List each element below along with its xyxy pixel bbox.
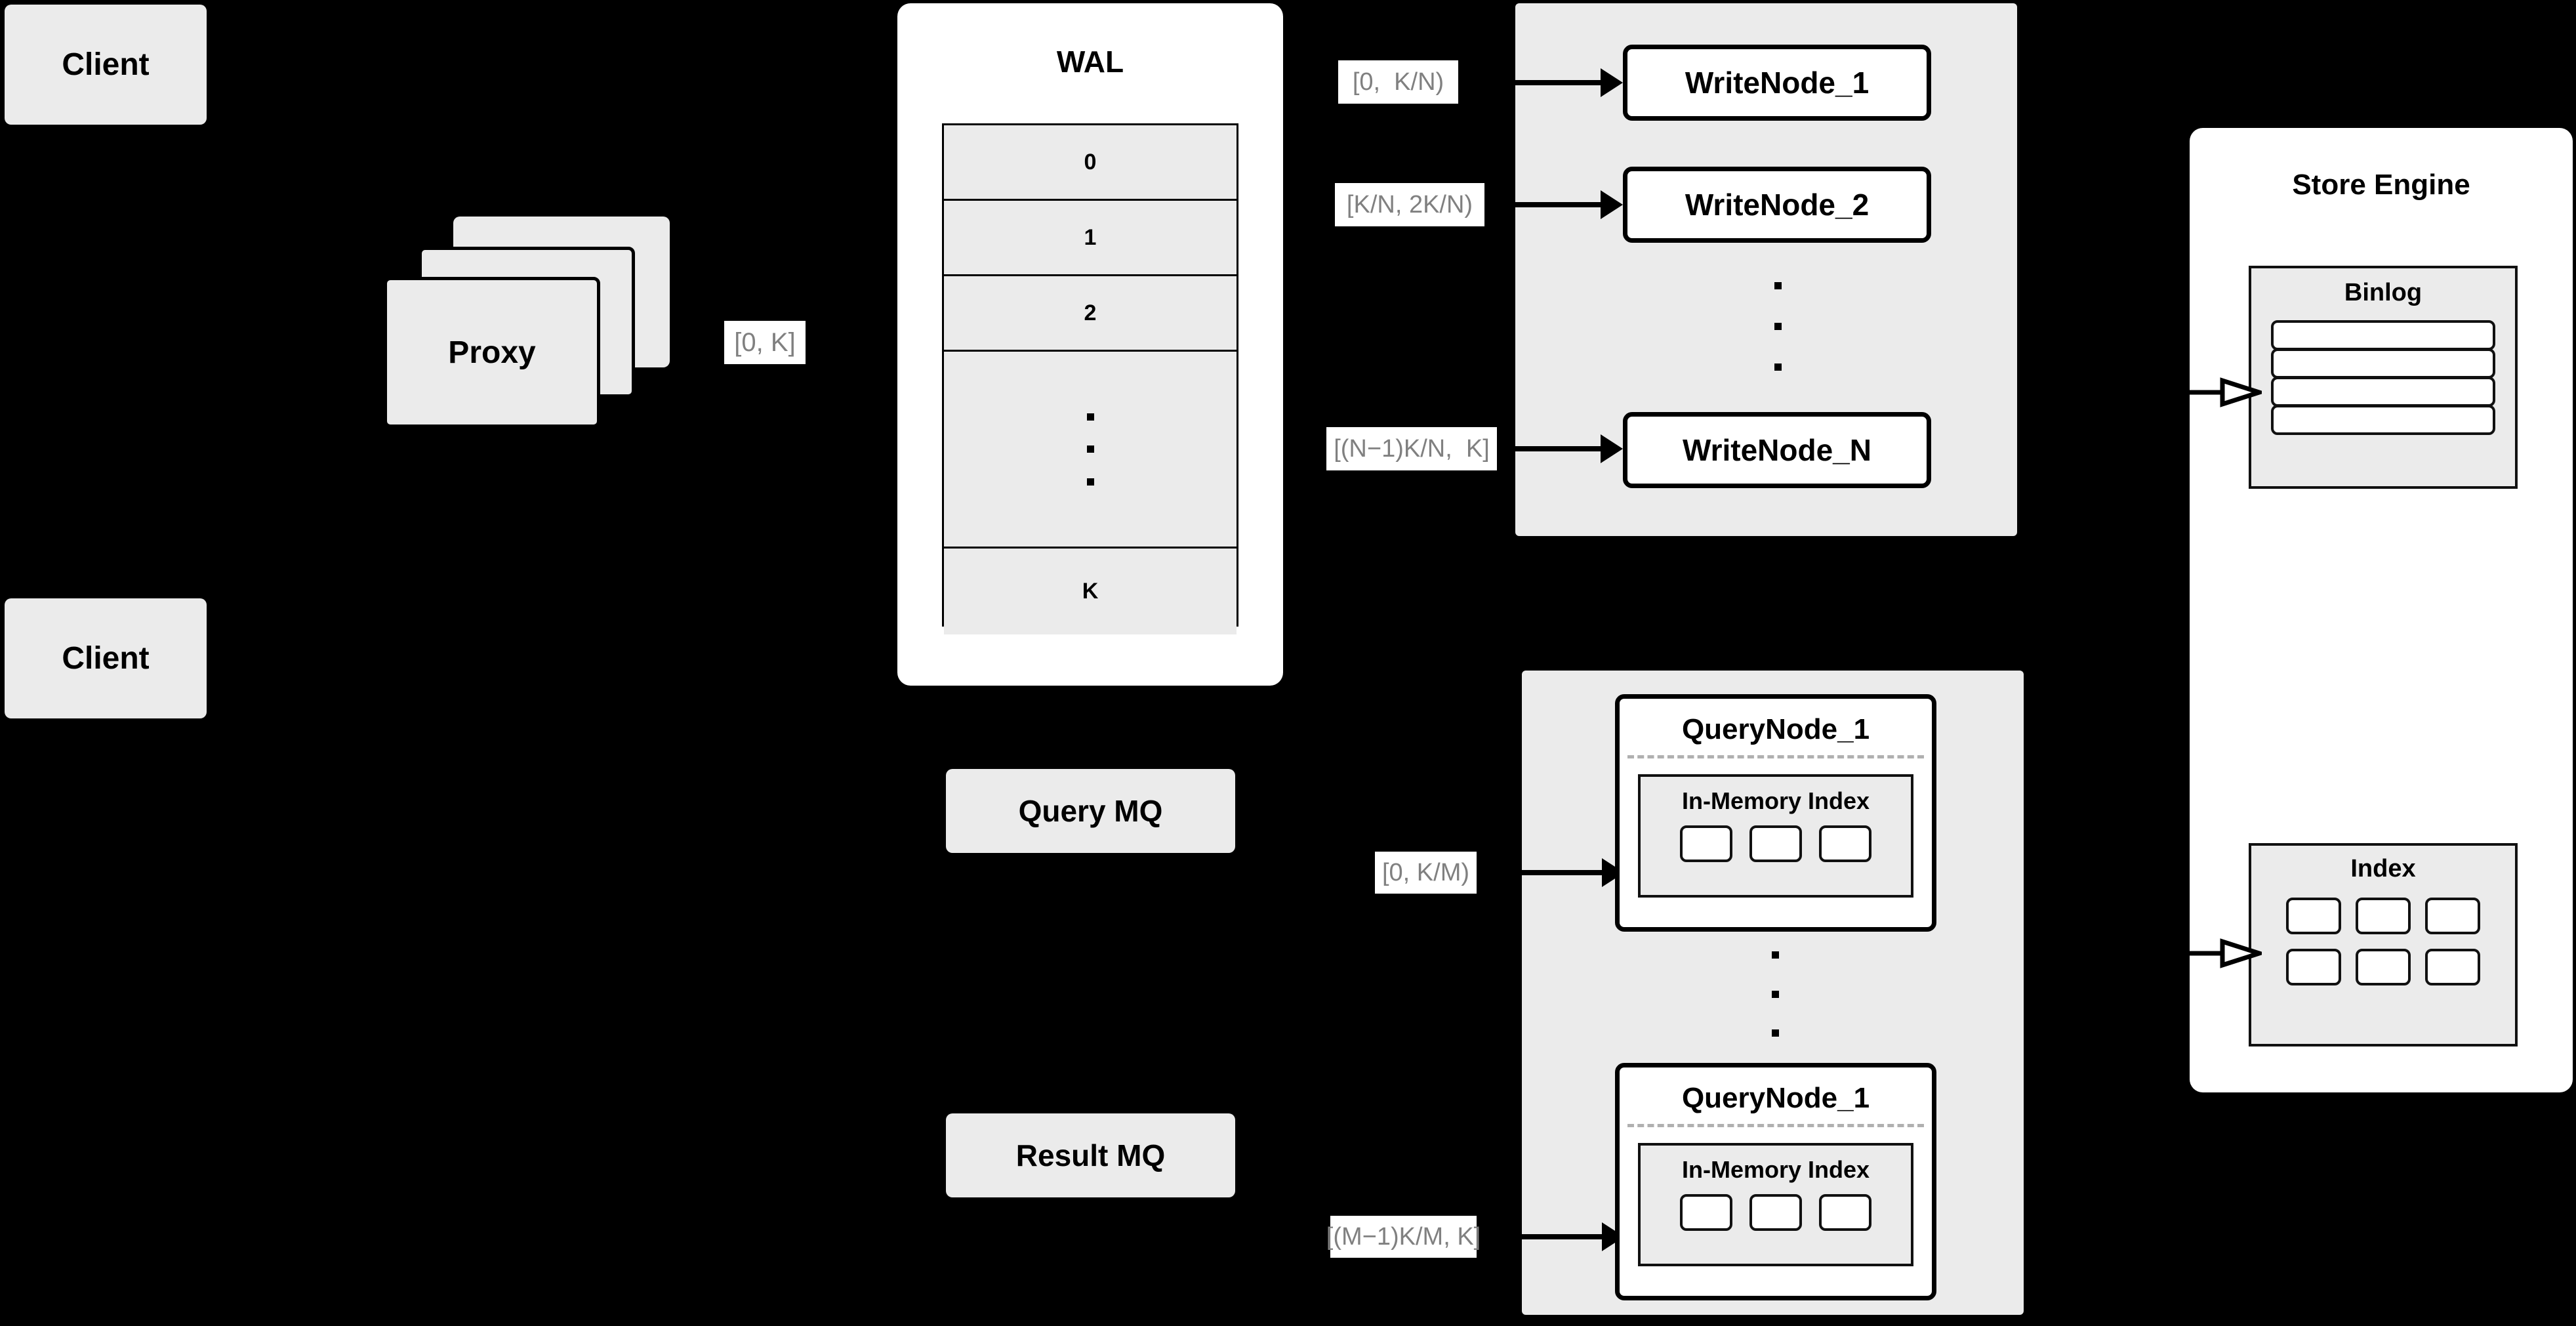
writenode-range-text: [(N−1)K/N, K] bbox=[1334, 434, 1490, 463]
binlog-row[interactable] bbox=[2271, 348, 2495, 379]
arrow-to-binlog bbox=[2190, 375, 2262, 409]
result-mq-label: Result MQ bbox=[1015, 1138, 1166, 1172]
in-memory-index-label: In-Memory Index bbox=[1681, 787, 1870, 814]
client-box-2[interactable]: Client bbox=[5, 598, 207, 718]
wal-table: 0 1 2 K bbox=[942, 123, 1238, 634]
proxy-stack[interactable]: Proxy bbox=[384, 217, 672, 428]
index-cell[interactable] bbox=[2286, 949, 2341, 985]
writenode-1-range-label: [0, K/N) bbox=[1338, 60, 1458, 104]
arrow-to-querynode-m bbox=[1522, 1222, 1624, 1251]
index-slot[interactable] bbox=[1680, 825, 1732, 862]
writenode-label: WriteNode_2 bbox=[1685, 188, 1870, 222]
index-title-text: Index bbox=[2350, 855, 2416, 882]
querynode-label: QueryNode_1 bbox=[1681, 713, 1870, 745]
arrow-to-writenode-1 bbox=[1463, 68, 1623, 97]
wal-row-label: 2 bbox=[1084, 300, 1097, 325]
in-memory-index-label: In-Memory Index bbox=[1681, 1156, 1870, 1183]
binlog-box: Binlog bbox=[2249, 266, 2518, 489]
index-cell[interactable] bbox=[2356, 898, 2411, 934]
binlog-title: Binlog bbox=[2251, 279, 2515, 307]
wal-row-ellipsis bbox=[944, 352, 1237, 549]
wal-row-label: 1 bbox=[1084, 224, 1097, 250]
index-cell[interactable] bbox=[2425, 898, 2480, 934]
index-box: Index bbox=[2249, 843, 2518, 1046]
writenode-range-text: [K/N, 2K/N) bbox=[1346, 190, 1473, 218]
client-label: Client bbox=[62, 47, 150, 82]
wal-row-label: K bbox=[1082, 579, 1099, 604]
index-slot[interactable] bbox=[1749, 825, 1802, 862]
querynode-1[interactable]: QueryNode_1 In-Memory Index bbox=[1615, 694, 1936, 932]
wal-row[interactable]: K bbox=[944, 549, 1237, 634]
wal-row[interactable]: 0 bbox=[944, 125, 1237, 201]
index-cell[interactable] bbox=[2425, 949, 2480, 985]
writenode-label: WriteNode_1 bbox=[1685, 66, 1870, 100]
store-engine-panel: Store Engine Binlog Index bbox=[2190, 128, 2573, 1092]
in-memory-index-title: In-Memory Index bbox=[1641, 1156, 1911, 1184]
binlog-row[interactable] bbox=[2271, 405, 2495, 435]
wal-vertical-dots-icon bbox=[1086, 413, 1094, 486]
querynode-1-range-label: [0, K/M) bbox=[1375, 852, 1477, 894]
query-mq-label: Query MQ bbox=[1018, 794, 1163, 828]
binlog-row[interactable] bbox=[2271, 320, 2495, 350]
wal-title-text: WAL bbox=[1056, 45, 1124, 79]
writenode-1[interactable]: WriteNode_1 bbox=[1623, 45, 1931, 121]
index-slot[interactable] bbox=[1749, 1194, 1802, 1231]
client-label: Client bbox=[62, 641, 150, 676]
index-title: Index bbox=[2251, 855, 2515, 883]
result-mq-box[interactable]: Result MQ bbox=[946, 1113, 1235, 1197]
in-memory-index-box: In-Memory Index bbox=[1638, 1143, 1913, 1266]
wal-row[interactable]: 1 bbox=[944, 201, 1237, 276]
querynode-separator bbox=[1627, 1124, 1924, 1127]
proxy-label: Proxy bbox=[448, 335, 536, 370]
querynode-range-text: [(M−1)K/M, K] bbox=[1326, 1222, 1481, 1251]
wal-panel: WAL 0 1 2 K bbox=[897, 3, 1283, 686]
in-memory-index-box: In-Memory Index bbox=[1638, 774, 1913, 898]
querynode-separator bbox=[1627, 755, 1924, 758]
index-slot[interactable] bbox=[1819, 1194, 1871, 1231]
wal-row-label: 0 bbox=[1084, 149, 1097, 175]
querynode-title: QueryNode_1 bbox=[1620, 713, 1932, 746]
writenode-vertical-dots-icon bbox=[1774, 282, 1782, 371]
wal-title: WAL bbox=[897, 44, 1283, 79]
querynode-m-range-label: [(M−1)K/M, K] bbox=[1326, 1216, 1481, 1258]
query-mq-box[interactable]: Query MQ bbox=[946, 769, 1235, 853]
store-engine-title-text: Store Engine bbox=[2292, 169, 2470, 201]
writenode-n[interactable]: WriteNode_N bbox=[1623, 412, 1931, 488]
writenode-label: WriteNode_N bbox=[1683, 433, 1871, 467]
arrow-to-index bbox=[2190, 936, 2262, 970]
binlog-row[interactable] bbox=[2271, 377, 2495, 407]
proxy-range-label: [0, K] bbox=[724, 321, 806, 364]
arrow-to-querynode-1 bbox=[1522, 858, 1624, 887]
store-engine-title: Store Engine bbox=[2190, 169, 2573, 201]
writenode-range-text: [0, K/N) bbox=[1352, 68, 1444, 96]
writenode-2[interactable]: WriteNode_2 bbox=[1623, 167, 1931, 243]
index-slot[interactable] bbox=[1680, 1194, 1732, 1231]
index-slot[interactable] bbox=[1819, 825, 1871, 862]
index-cell[interactable] bbox=[2356, 949, 2411, 985]
querynode-title: QueryNode_1 bbox=[1620, 1082, 1932, 1115]
binlog-title-text: Binlog bbox=[2344, 279, 2423, 306]
arrow-to-writenode-2 bbox=[1488, 190, 1623, 219]
arrow-to-writenode-n bbox=[1500, 434, 1623, 463]
querynode-range-text: [0, K/M) bbox=[1381, 858, 1470, 886]
querynode-vertical-dots-icon bbox=[1771, 951, 1779, 1037]
proxy-card-front[interactable]: Proxy bbox=[384, 277, 600, 428]
writenode-n-range-label: [(N−1)K/N, K] bbox=[1326, 427, 1497, 470]
proxy-range-text: [0, K] bbox=[734, 327, 796, 357]
wal-row[interactable]: 2 bbox=[944, 276, 1237, 352]
querynode-m[interactable]: QueryNode_1 In-Memory Index bbox=[1615, 1063, 1936, 1300]
writenode-2-range-label: [K/N, 2K/N) bbox=[1335, 183, 1484, 226]
querynode-label: QueryNode_1 bbox=[1681, 1082, 1870, 1114]
index-cell[interactable] bbox=[2286, 898, 2341, 934]
in-memory-index-title: In-Memory Index bbox=[1641, 787, 1911, 815]
client-box-1[interactable]: Client bbox=[5, 5, 207, 125]
